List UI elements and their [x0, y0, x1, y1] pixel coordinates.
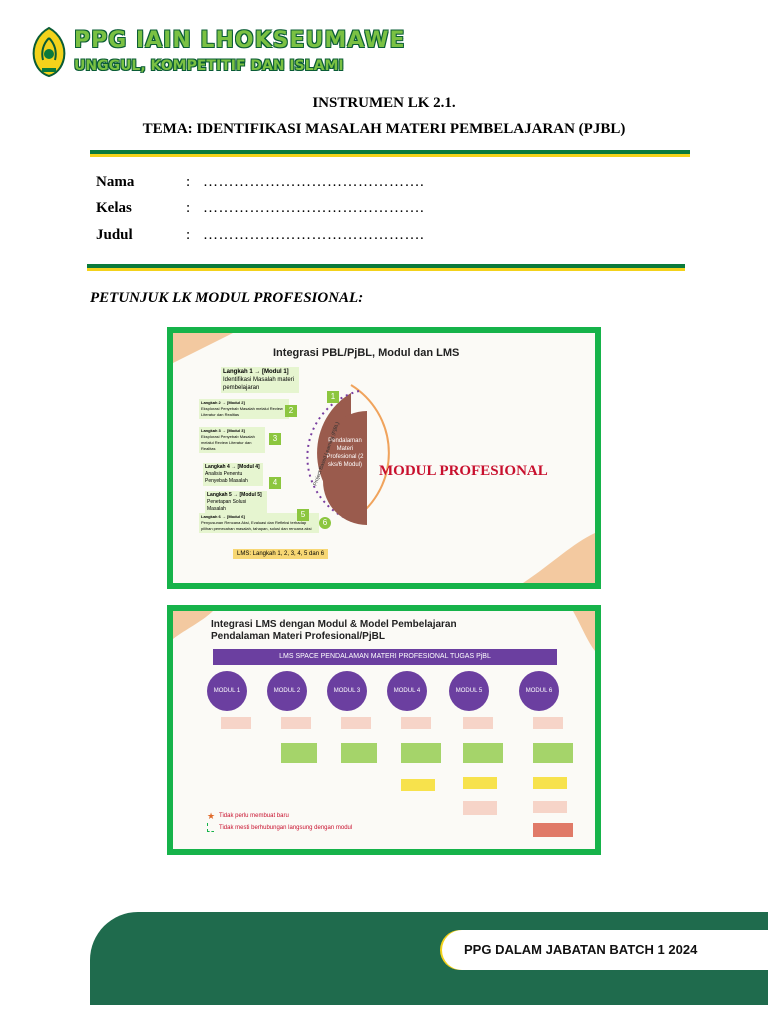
task-box [533, 801, 567, 813]
step-number: 5 [297, 509, 309, 521]
step-text: Identifikasi Masalah materi pembelajaran [223, 377, 295, 391]
fig1-step: Langkah 1 → [Modul 1] Identifikasi Masala… [221, 367, 299, 393]
fig2-title: Integrasi LMS dengan Modul & Model Pembe… [211, 619, 457, 643]
figure-integrasi-lms: Integrasi LMS dengan Modul & Model Pembe… [167, 605, 601, 855]
task-box [533, 777, 567, 789]
field-colon: : [186, 227, 191, 243]
step-head: Langkah 4 → [Modul 4] [205, 464, 260, 470]
step-head: Langkah 3 → [Modul 3] [201, 428, 245, 433]
field-colon: : [186, 200, 191, 216]
figure-integrasi-pbl: Integrasi PBL/PjBL, Modul dan LMS Pendal… [167, 327, 601, 589]
step-text: Eksplorasi Penyebab Masalah melalui Revi… [201, 406, 283, 417]
step-number: 6 [319, 517, 331, 529]
fig1-title: Integrasi PBL/PjBL, Modul dan LMS [273, 347, 460, 359]
task-box [221, 717, 251, 729]
module-circle: MODUL 2 [267, 671, 307, 711]
module-circle: MODUL 5 [449, 671, 489, 711]
task-box [533, 823, 573, 837]
field-colon: : [186, 174, 191, 190]
fig2-title-line2: Pendalaman Materi Profesional/PjBL [211, 631, 385, 642]
step-head: Langkah 2 → [Modul 2] [201, 400, 245, 405]
petunjuk-heading: PETUNJUK LK MODUL PROFESIONAL: [90, 290, 364, 306]
step-number: 3 [269, 433, 281, 445]
field-label-kelas: Kelas [96, 200, 132, 216]
fig2-legend-1: Tidak perlu membuat baru [219, 813, 289, 819]
task-box [341, 743, 377, 763]
doc-title-line2: TEMA: IDENTIFIKASI MASALAH MATERI PEMBEL… [142, 121, 626, 137]
task-box [533, 717, 563, 729]
module-circle: MODUL 6 [519, 671, 559, 711]
module-circle: MODUL 3 [327, 671, 367, 711]
doc-title-line1: INSTRUMEN LK 2.1. [312, 95, 456, 111]
task-box [401, 779, 435, 791]
step-text: Penyusunan Rencana Aksi, Evaluasi dan Re… [201, 520, 312, 531]
fig1-step: Langkah 2 → [Modul 2]Eksplorasi Penyebab… [199, 399, 289, 419]
field-value-nama[interactable]: ……………………………………. [203, 174, 425, 190]
star-icon: ★ [207, 811, 216, 821]
field-value-judul[interactable]: ……………………………………. [203, 227, 425, 243]
step-text: Eksplorasi Penyebab Masalah melalui Revi… [201, 434, 255, 451]
step-number: 4 [269, 477, 281, 489]
step-head: Langkah 6 → [Modul 6] [201, 514, 245, 519]
step-text: Penetapan Solusi Masalah [207, 499, 247, 512]
fig1-big-label: MODUL PROFESIONAL [379, 463, 548, 479]
task-box [341, 717, 371, 729]
task-box [401, 717, 431, 729]
task-box [463, 801, 497, 815]
task-box [401, 743, 441, 763]
footer-pill [442, 930, 768, 970]
divider-top [90, 150, 690, 157]
step-text: Analisis Penentu Penyebab Masalah [205, 471, 248, 484]
header-title: PPG IAIN LHOKSEUMAWE [74, 28, 406, 53]
fig2-banner: LMS SPACE PENDALAMAN MATERI PROFESIONAL … [213, 649, 557, 665]
fig1-step: Langkah 3 → [Modul 3]Eksplorasi Penyebab… [199, 427, 265, 453]
fig1-lms-label: LMS: Langkah 1, 2, 3, 4, 5 dan 6 [233, 549, 329, 559]
fig2-title-line1: Integrasi LMS dengan Modul & Model Pembe… [211, 619, 457, 630]
field-value-kelas[interactable]: ……………………………………. [203, 200, 425, 216]
field-label-judul: Judul [96, 227, 133, 243]
step-head: Langkah 5 → [Modul 5] [207, 492, 262, 498]
task-box [281, 717, 311, 729]
step-number: 2 [285, 405, 297, 417]
module-circle: MODUL 1 [207, 671, 247, 711]
header-subtitle: UNGGUL, KOMPETITIF DAN ISLAMI [74, 58, 344, 74]
field-label-nama: Nama [96, 174, 135, 190]
step-number: 1 [327, 391, 339, 403]
step-head: Langkah 1 → [Modul 1] [223, 369, 289, 375]
fig1-center-shape [323, 411, 367, 525]
fig1-step: Langkah 4 → [Modul 4]Analisis Penentu Pe… [203, 463, 263, 486]
task-box [463, 743, 503, 763]
task-box [463, 717, 493, 729]
task-box [463, 777, 497, 789]
task-box [281, 743, 317, 763]
task-box [533, 743, 573, 763]
divider-bottom [87, 264, 685, 271]
iain-logo [28, 24, 70, 80]
fig1-step: Langkah 6 → [Modul 6]Penyusunan Rencana … [199, 513, 319, 533]
footer-text: PPG DALAM JABATAN BATCH 1 2024 [464, 942, 698, 957]
dashed-arrow-icon [207, 823, 214, 832]
fig1-step: Langkah 5 → [Modul 5]Penetapan Solusi Ma… [205, 491, 267, 514]
module-circle: MODUL 4 [387, 671, 427, 711]
fig2-legend-2: Tidak mesti berhubungan langsung dengan … [219, 825, 353, 831]
fig1-center-label: Pendalaman Materi Profesional (2 sks/6 M… [326, 438, 364, 468]
